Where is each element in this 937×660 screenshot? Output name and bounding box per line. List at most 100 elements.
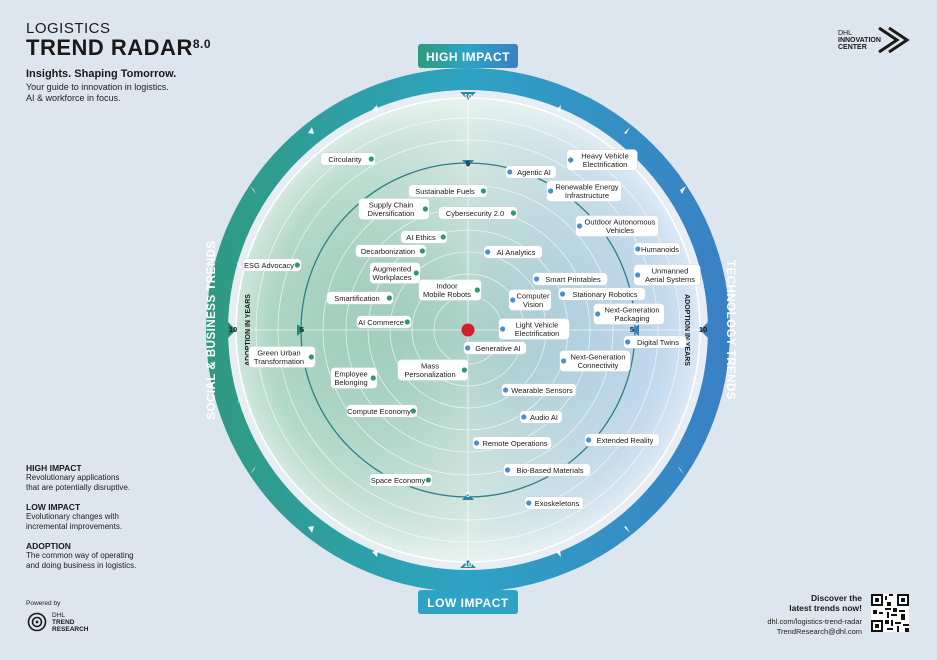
label-adoption-left: ADOPTION IN YEARS xyxy=(245,294,252,366)
trend-pill[interactable] xyxy=(369,473,433,487)
trend-label: Generative AI xyxy=(475,344,520,353)
trend-pill[interactable] xyxy=(546,180,622,202)
trend-pill[interactable] xyxy=(358,198,430,220)
trend-extended-reality[interactable]: Extended Reality xyxy=(584,433,660,447)
tagline: Insights. Shaping Tomorrow. xyxy=(26,68,177,80)
tick-right-5: 5 xyxy=(630,325,634,334)
trend-space-economy[interactable]: Space Economy xyxy=(369,473,433,487)
email-link[interactable]: TrendResearch@dhl.com xyxy=(776,627,862,636)
trend-pill[interactable] xyxy=(559,350,631,372)
trend-pill[interactable] xyxy=(519,410,563,424)
legend-low-impact: LOW IMPACT Evolutionary changes with inc… xyxy=(26,502,123,531)
trend-esg-advocacy[interactable]: ESG Advocacy xyxy=(242,258,302,272)
trend-pill[interactable] xyxy=(508,289,552,311)
trend-pill[interactable] xyxy=(623,335,687,349)
version: 8.0 xyxy=(192,37,212,51)
trend-pill[interactable] xyxy=(248,346,316,368)
trend-pill[interactable] xyxy=(483,245,543,259)
trend-audio-ai[interactable]: Audio AI xyxy=(519,410,563,424)
trend-ai-ethics[interactable]: AI Ethics xyxy=(400,230,448,244)
trend-bio-based-materials[interactable]: Bio-Based Materials xyxy=(503,463,591,477)
trend-generative-ai[interactable]: Generative AI xyxy=(463,341,527,355)
trend-label: Cybersecurity 2.0 xyxy=(446,209,504,218)
trend-label: Employee xyxy=(334,370,367,379)
trend-agentic-ai[interactable]: Agentic AI xyxy=(505,165,557,179)
website-link[interactable]: dhl.com/logistics-trend-radar xyxy=(767,617,862,626)
trend-pill[interactable] xyxy=(242,258,302,272)
trend-dot xyxy=(465,345,471,351)
trend-pill[interactable] xyxy=(400,230,448,244)
trend-ai-commerce[interactable]: AI Commerce xyxy=(356,315,412,329)
trend-label: Extended Reality xyxy=(597,436,654,445)
trend-dot xyxy=(507,169,513,175)
trend-pill[interactable] xyxy=(369,262,421,284)
trend-label: Stationary Robotics xyxy=(572,290,637,299)
trend-pill[interactable] xyxy=(472,436,552,450)
trend-pill[interactable] xyxy=(584,433,660,447)
trend-pill[interactable] xyxy=(330,367,378,389)
trend-smart-printables[interactable]: Smart Printables xyxy=(532,272,608,286)
trend-label: Compute Economy xyxy=(347,407,411,416)
trend-smartification[interactable]: Smartification xyxy=(326,291,394,305)
trend-pill[interactable] xyxy=(498,318,570,340)
trend-pill[interactable] xyxy=(355,244,427,258)
trend-pill[interactable] xyxy=(501,383,577,397)
trend-pill[interactable] xyxy=(463,341,527,355)
trend-remote-operations[interactable]: Remote Operations xyxy=(472,436,552,450)
trend-pill[interactable] xyxy=(503,463,591,477)
trend-pill[interactable] xyxy=(320,152,376,166)
trend-pill[interactable] xyxy=(418,279,482,301)
trend-pill[interactable] xyxy=(575,215,659,237)
trend-sustainable-fuels[interactable]: Sustainable Fuels xyxy=(408,184,488,198)
trend-label: Workplaces xyxy=(372,273,411,282)
trend-pill[interactable] xyxy=(593,303,665,325)
tick-markers xyxy=(228,92,708,568)
trend-pill[interactable] xyxy=(558,287,646,301)
qr-code-icon[interactable] xyxy=(871,594,909,632)
trend-compute-economy[interactable]: Compute Economy xyxy=(346,404,418,418)
trend-digital-twins[interactable]: Digital Twins xyxy=(623,335,687,349)
trend-pill[interactable] xyxy=(524,496,584,510)
trend-pill[interactable] xyxy=(438,206,518,220)
trend-label: Humanoids xyxy=(641,245,679,254)
trend-pill[interactable] xyxy=(566,149,638,171)
trend-pill[interactable] xyxy=(633,242,681,256)
trend-label: Remote Operations xyxy=(482,439,547,448)
trend-pill[interactable] xyxy=(408,184,488,198)
trend-cybersecurity-2-0[interactable]: Cybersecurity 2.0 xyxy=(438,206,518,220)
trend-dot xyxy=(370,375,376,381)
label-social-business: SOCIAL & BUSINESS TRENDS xyxy=(206,240,218,419)
trend-ai-analytics[interactable]: AI Analytics xyxy=(483,245,543,259)
trend-wearable-sensors[interactable]: Wearable Sensors xyxy=(501,383,577,397)
trend-dot xyxy=(635,246,641,252)
trend-pill[interactable] xyxy=(505,165,557,179)
trend-pill[interactable] xyxy=(633,264,701,286)
trend-humanoids[interactable]: Humanoids xyxy=(633,242,681,256)
trend-pill[interactable] xyxy=(532,272,608,286)
trend-decarbonization[interactable]: Decarbonization xyxy=(355,244,427,258)
trend-exoskeletons[interactable]: Exoskeletons xyxy=(524,496,584,510)
trend-label: Personalization xyxy=(404,370,455,379)
trend-circularity[interactable]: Circularity xyxy=(320,152,376,166)
trend-pill[interactable] xyxy=(356,315,412,329)
trend-stationary-robotics[interactable]: Stationary Robotics xyxy=(558,287,646,301)
label-technology: TECHNOLOGY TRENDS xyxy=(724,260,736,400)
trend-dot xyxy=(576,223,583,229)
trend-pill[interactable] xyxy=(326,291,394,305)
trend-pill[interactable] xyxy=(397,359,469,381)
trend-pill[interactable] xyxy=(346,404,418,418)
